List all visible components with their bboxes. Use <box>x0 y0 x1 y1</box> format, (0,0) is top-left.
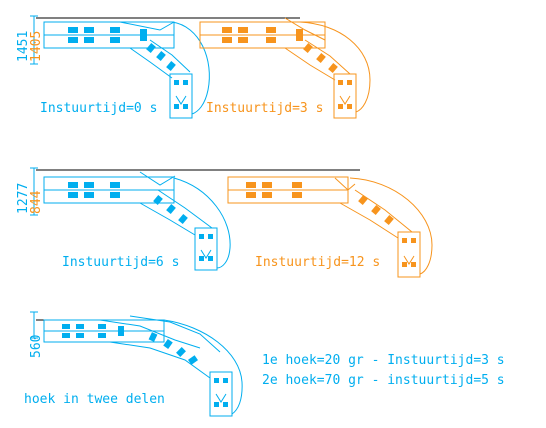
label-instuurtijd-6: Instuurtijd=6 s <box>62 255 179 270</box>
label-instuurtijd-0: Instuurtijd=0 s <box>40 101 157 116</box>
panel-1 <box>30 15 371 119</box>
vehicle-path-two-stage <box>43 315 243 417</box>
label-instuurtijd-12: Instuurtijd=12 s <box>255 255 380 270</box>
vehicle-path-left <box>43 171 231 271</box>
vehicle-path-right <box>227 176 433 278</box>
label-instuurtijd-3: Instuurtijd=3 s <box>206 101 323 116</box>
label-second-angle: 2e hoek=70 gr - instuurtijd=5 s <box>262 373 505 388</box>
dimension-560: 560 <box>29 335 44 358</box>
dimension-1405: 1405 <box>29 31 44 62</box>
vehicle-path-left <box>43 21 210 119</box>
panel-2 <box>30 167 433 278</box>
label-hoek-in-twee-delen: hoek in twee delen <box>24 392 165 407</box>
label-first-angle: 1e hoek=20 gr - Instuurtijd=3 s <box>262 353 505 368</box>
dimension-844: 844 <box>29 190 44 214</box>
vehicle-path-right <box>199 17 371 119</box>
dimension-labels: 1451 1405 1277 844 560 <box>16 31 44 358</box>
dimension-1451: 1451 <box>16 31 31 62</box>
panel-3 <box>30 311 243 417</box>
dimension-1277: 1277 <box>16 183 31 214</box>
